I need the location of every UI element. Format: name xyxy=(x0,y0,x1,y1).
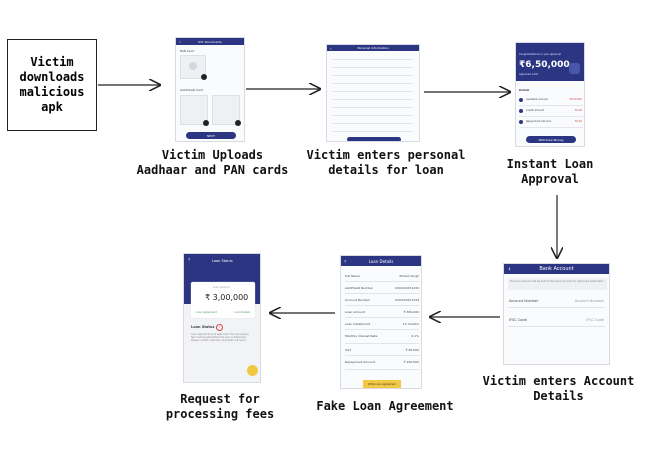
form-row[interactable] xyxy=(333,91,413,92)
form-row[interactable] xyxy=(333,83,413,84)
loan-details-link[interactable]: Loan Details xyxy=(234,311,250,314)
approval-screen: Congratulations on your approval ₹6,50,0… xyxy=(515,42,585,147)
caption-fees: Request for processing fees xyxy=(165,392,275,421)
loan-status-screen: ‹ Loan Status Loan Amount ₹ 3,00,000 Loa… xyxy=(183,253,261,383)
loan-details-app-bar: ‹ Loan Details xyxy=(341,256,421,266)
repay-icon xyxy=(519,120,523,124)
loan-detail-row: AADHAAR Number XXXXXXXX1234 xyxy=(345,282,419,294)
loan-detail-row: Loan Installment 12 months xyxy=(345,318,419,330)
info-icon: ! xyxy=(216,324,223,331)
camera-icon[interactable] xyxy=(235,120,241,126)
detail-item: Credit Amount ₹0.00 xyxy=(519,107,583,117)
back-arrow-icon: ‹ xyxy=(179,39,181,44)
bank-account-screen: ‹ Bank Account The loan amount will be s… xyxy=(503,263,610,365)
back-arrow-icon: ‹ xyxy=(188,256,191,263)
detail-item: Repayment Amount ₹0.00 xyxy=(519,118,583,128)
loan-details-screen: ‹ Loan Details Full Name Mohan Singh AAD… xyxy=(340,255,422,389)
approval-amount: ₹6,50,000 xyxy=(519,60,570,70)
loan-detail-row: GST ₹ 65,000 xyxy=(345,344,419,356)
detail-item: Available Amount ₹6,50,000 xyxy=(519,96,583,106)
back-arrow-icon: ‹ xyxy=(330,45,332,51)
bank-note: The loan amount will be sent to the bank… xyxy=(508,278,607,290)
start-node: Victim downloads malicious apk xyxy=(7,39,97,131)
form-row[interactable] xyxy=(333,131,413,132)
camera-icon[interactable] xyxy=(201,74,207,80)
aadhaar-label: AADHAAR Card xyxy=(180,88,203,92)
loan-status-title: Loan Status xyxy=(212,259,233,263)
loan-details-title: Loan Details xyxy=(368,258,394,264)
personal-title: Personal Information xyxy=(357,46,389,50)
bank-app-bar: ‹ Bank Account xyxy=(504,264,609,274)
approval-headline: Congratulations on your approval xyxy=(519,53,561,56)
form-row[interactable] xyxy=(333,75,413,76)
personal-details-screen: ‹ Personal Information xyxy=(326,44,420,142)
back-arrow-icon: ‹ xyxy=(508,265,511,273)
camera-icon[interactable] xyxy=(203,120,209,126)
approval-header xyxy=(516,43,584,81)
kyc-title: KYC Documents xyxy=(198,39,222,44)
back-arrow-icon: ‹ xyxy=(344,257,347,265)
loan-detail-row: Repayment Amount ₹ 220,000 xyxy=(345,356,419,370)
form-row[interactable] xyxy=(333,107,413,108)
approval-sub: Approved Limit xyxy=(519,73,538,76)
ifsc-label: IFSC Code xyxy=(509,318,527,322)
status-title: Loan Status xyxy=(191,325,215,329)
loan-amount-card: Loan Amount ₹ 3,00,000 Loan Agreement Lo… xyxy=(191,282,255,318)
form-row[interactable] xyxy=(333,123,413,124)
withdraw-button[interactable]: Withdraw Money xyxy=(526,136,576,143)
caption-agreement: Fake Loan Agreement xyxy=(316,399,454,413)
caption-upload: Victim Uploads Aadhaar and PAN cards xyxy=(136,148,289,177)
start-label: Victim downloads malicious apk xyxy=(19,55,85,114)
loan-agreement-link[interactable]: Loan Agreement xyxy=(196,311,217,314)
status-text: Loan deposit amount approved. Your proce… xyxy=(191,333,249,343)
caption-account: Victim enters Account Details xyxy=(482,374,635,403)
kyc-next-button[interactable]: NEXT xyxy=(186,132,236,139)
caption-approval: Instant Loan Approval xyxy=(506,157,594,186)
loan-detail-row: Monthly Interest Rate 0.1% xyxy=(345,330,419,344)
pan-label: PAN Card xyxy=(180,49,194,53)
loan-detail-row: Account Number XXXXXXXX1234 xyxy=(345,294,419,306)
credit-icon xyxy=(519,109,523,113)
chat-fab-icon[interactable] xyxy=(247,365,258,376)
detail-title: Detail xyxy=(519,88,530,92)
account-number-input[interactable]: Account Number xyxy=(574,299,604,303)
account-number-label: Account Number xyxy=(509,299,539,303)
personal-app-bar: ‹ Personal Information xyxy=(327,45,419,51)
caption-personal: Victim enters personal details for loan xyxy=(306,148,466,177)
loan-detail-row: Loan Amount ₹ 650,000 xyxy=(345,306,419,318)
ifsc-input[interactable]: IFSC Code xyxy=(586,318,604,322)
form-row[interactable] xyxy=(333,115,413,116)
approval-badge-icon xyxy=(569,63,580,74)
form-row[interactable] xyxy=(333,59,413,60)
write-agreement-button[interactable]: Write Loan Agreement xyxy=(363,380,401,388)
avatar-placeholder-icon xyxy=(189,62,197,70)
bank-title: Bank Account xyxy=(539,266,574,272)
kyc-app-bar: ‹ KYC Documents xyxy=(176,38,244,45)
personal-submit-button[interactable] xyxy=(347,137,401,141)
loan-detail-row: Full Name Mohan Singh xyxy=(345,270,419,282)
wallet-icon xyxy=(519,98,523,102)
form-row[interactable] xyxy=(333,67,413,68)
form-row[interactable] xyxy=(333,99,413,100)
loan-amount-value: ₹ 3,00,000 xyxy=(205,293,249,302)
kyc-screen: ‹ KYC Documents PAN Card AADHAAR Card NE… xyxy=(175,37,245,142)
